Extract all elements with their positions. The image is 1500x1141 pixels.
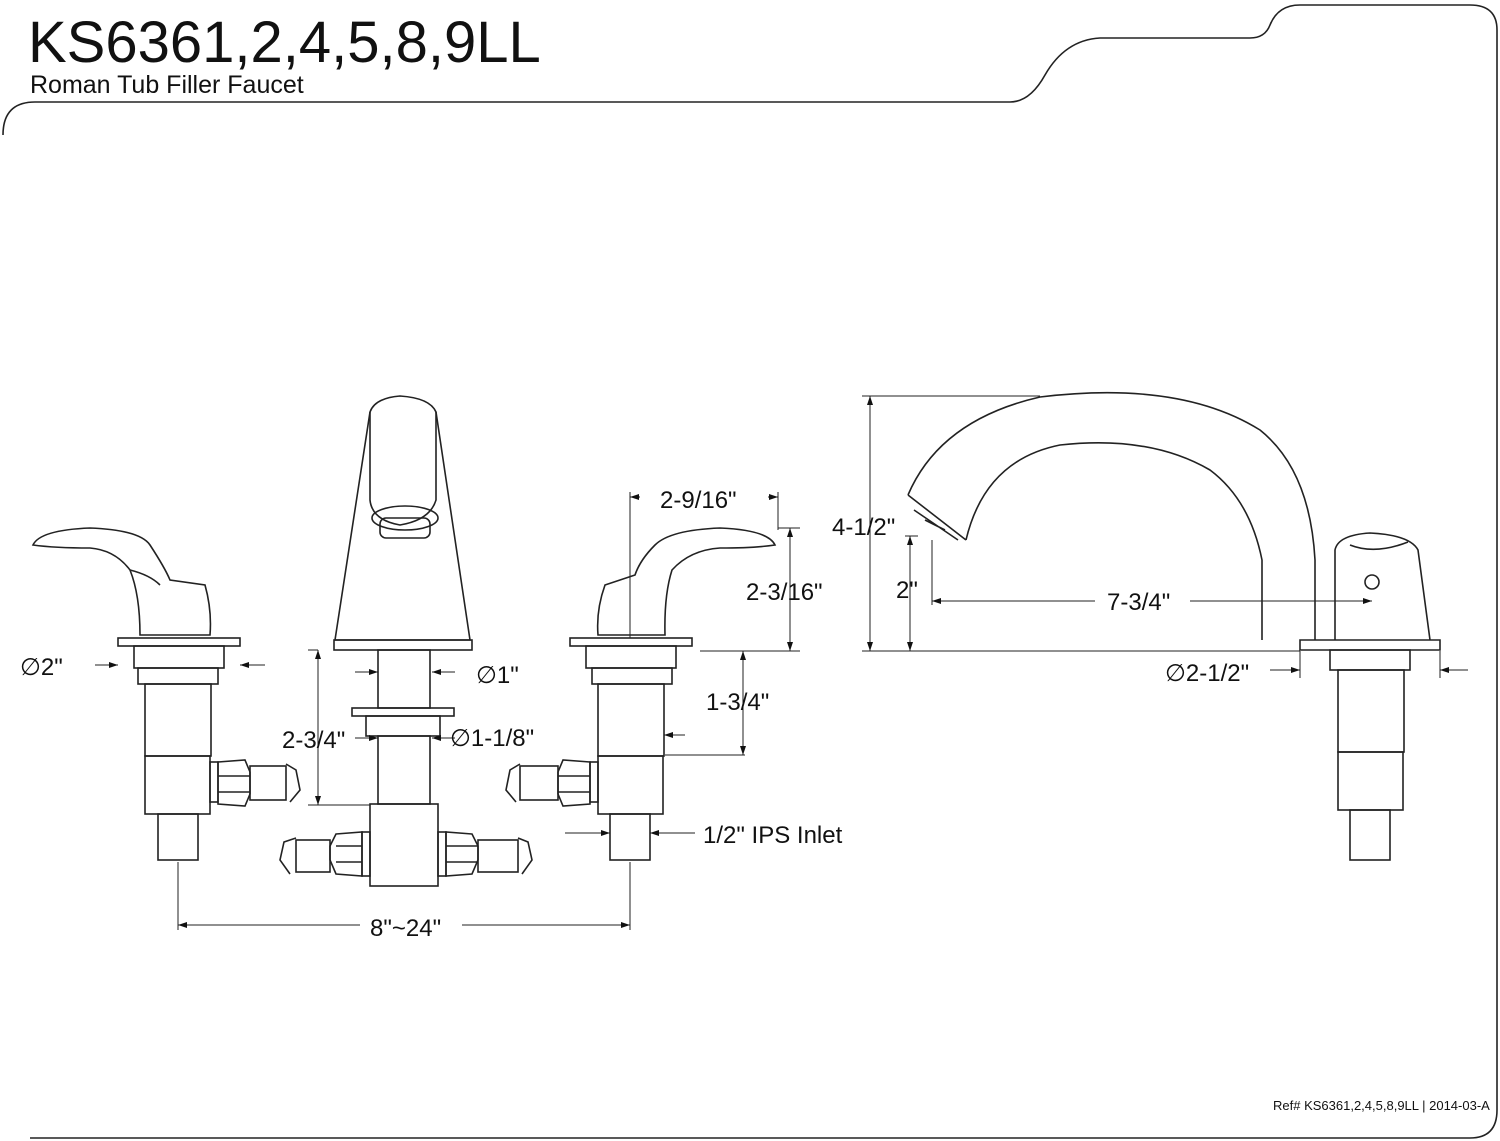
sheet-border xyxy=(2,4,1498,1139)
right-handle-valve xyxy=(505,527,777,861)
left-handle-valve xyxy=(31,527,301,861)
dim-spout-clearance: 2" xyxy=(896,577,918,604)
dim-spread: 8"~24" xyxy=(370,915,441,942)
side-spout xyxy=(907,391,1441,861)
dim-spout-base: ∅1" xyxy=(476,662,519,689)
dim-handle-height: 2-3/16" xyxy=(746,579,823,606)
dim-spout-reach: 7-3/4" xyxy=(1107,589,1170,616)
model-title: KS6361,2,4,5,8,9LL xyxy=(28,10,541,75)
dim-handle-reach: 2-9/16" xyxy=(660,487,737,514)
dim-inlet: 1/2" IPS Inlet xyxy=(703,822,843,849)
dim-spout-flange: ∅2-1/2" xyxy=(1165,660,1249,687)
dim-handle-shank: 1-3/4" xyxy=(706,689,769,716)
dimension-lines xyxy=(95,395,1468,930)
dim-handle-flange: ∅2" xyxy=(20,654,63,681)
center-spout-front xyxy=(279,395,533,887)
dim-shank-dia: ∅1-1/8" xyxy=(450,725,534,752)
dim-shank-length: 2-3/4" xyxy=(282,727,345,754)
product-subtitle: Roman Tub Filler Faucet xyxy=(30,71,304,99)
reference-note: Ref# KS6361,2,4,5,8,9LL | 2014-03-A xyxy=(1273,1098,1490,1113)
dim-spout-height: 4-1/2" xyxy=(832,514,895,541)
